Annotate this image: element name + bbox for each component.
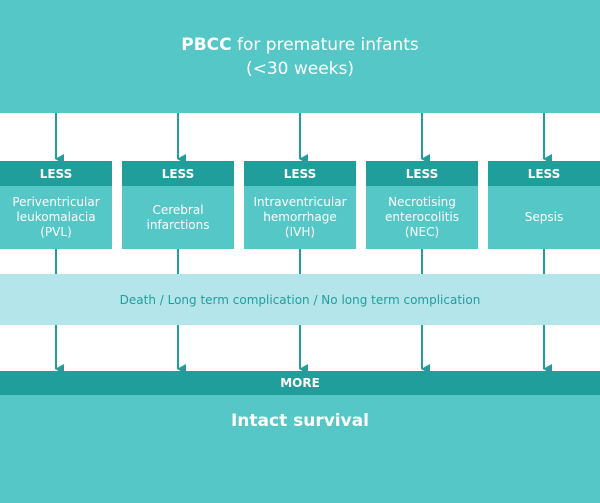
more-badge: MORE xyxy=(0,371,600,395)
header-box: PBCC for premature infants (<30 weeks) xyxy=(0,0,600,113)
less-badge: LESS xyxy=(366,161,478,186)
complication-ivh: LESS Intraventricular hemorrhage (IVH) xyxy=(244,161,356,249)
less-badge: LESS xyxy=(0,161,112,186)
complication-cerebral-infarctions: LESS Cerebral infarctions xyxy=(122,161,234,249)
header-title-bold: PBCC xyxy=(181,34,232,55)
complication-label: Necrotising enterocolitis (NEC) xyxy=(366,186,478,249)
intact-survival-box: MORE Intact survival xyxy=(0,371,600,503)
header-title-rest: for premature infants xyxy=(231,34,419,55)
header-title: PBCC for premature infants xyxy=(181,33,419,57)
outcome-categories-text: Death / Long term complication / No long… xyxy=(119,292,481,307)
outcome-categories-band: Death / Long term complication / No long… xyxy=(0,274,600,325)
complication-pvl: LESS Periventricular leukomalacia (PVL) xyxy=(0,161,112,249)
complication-label: Sepsis xyxy=(488,186,600,249)
less-badge: LESS xyxy=(488,161,600,186)
complication-label: Cerebral infarctions xyxy=(122,186,234,249)
less-badge: LESS xyxy=(244,161,356,186)
intact-survival-label: Intact survival xyxy=(230,411,370,431)
less-badge: LESS xyxy=(122,161,234,186)
complication-sepsis: LESS Sepsis xyxy=(488,161,600,249)
header-subtitle: (<30 weeks) xyxy=(245,58,355,79)
complication-label: Intraventricular hemorrhage (IVH) xyxy=(244,186,356,249)
complication-nec: LESS Necrotising enterocolitis (NEC) xyxy=(366,161,478,249)
complication-label: Periventricular leukomalacia (PVL) xyxy=(0,186,112,249)
